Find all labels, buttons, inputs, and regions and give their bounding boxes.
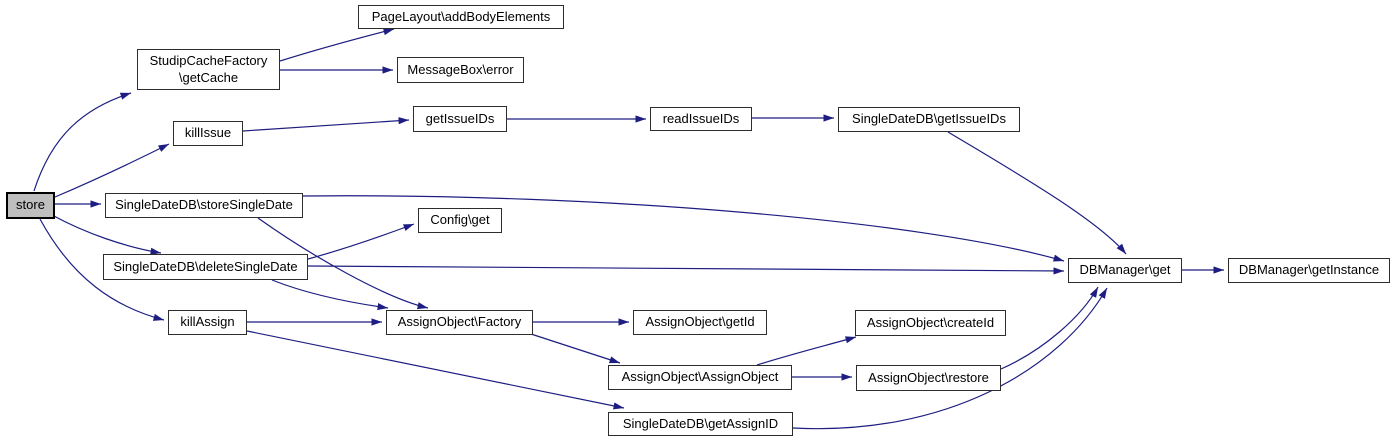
node-getissueids-label: getIssueIDs: [425, 110, 495, 126]
edge-getcache-to-addbodyelements: [279, 28, 395, 62]
node-addbodyelements-label: PageLayout\addBodyElements: [371, 8, 551, 24]
node-assignobject-restore[interactable]: AssignObject\restore: [856, 365, 1001, 391]
node-singledatedb-getassignid[interactable]: SingleDateDB\getAssignID: [608, 412, 793, 436]
node-killassign-label: killAssign: [180, 314, 235, 330]
edge-ao-restore-to-dbm-get: [1000, 286, 1099, 370]
node-assignobject-assignobject[interactable]: AssignObject\AssignObject: [608, 365, 792, 390]
edge-store-to-deletesingledate: [51, 214, 162, 255]
node-dbm-getinstance-label: DBManager\getInstance: [1238, 262, 1380, 278]
edge-store-to-killissue: [54, 143, 170, 198]
node-readissueids[interactable]: readIssueIDs: [650, 107, 752, 131]
node-assignobject-createid[interactable]: AssignObject\createId: [855, 310, 1006, 336]
node-sdd-deletesingledate-label: SingleDateDB\deleteSingleDate: [113, 258, 298, 274]
node-assignobject-factory[interactable]: AssignObject\Factory: [386, 310, 533, 335]
edge-ao-assignobject-to-ao-createid: [756, 336, 857, 366]
node-getcache-label-line2: \getCache: [178, 69, 239, 85]
node-killissue[interactable]: killIssue: [173, 121, 243, 146]
node-messagebox-error-label: MessageBox\error: [407, 61, 514, 77]
node-dbmanager-getinstance[interactable]: DBManager\getInstance: [1228, 258, 1390, 283]
edge-deletesingledate-to-config-get: [307, 223, 415, 260]
node-messagebox-error[interactable]: MessageBox\error: [397, 57, 524, 83]
node-sdd-getassignid-label: SingleDateDB\getAssignID: [622, 415, 779, 431]
edge-deletesingledate-to-dbm-get: [307, 265, 1065, 275]
node-config-get[interactable]: Config\get: [418, 208, 502, 233]
node-readissueids-label: readIssueIDs: [662, 110, 740, 126]
edge-killassign-to-sdd-getassignid: [246, 330, 625, 410]
node-ao-getid-label: AssignObject\getId: [645, 314, 755, 330]
node-sdd-getissueids-label: SingleDateDB\getIssueIDs: [852, 111, 1006, 127]
node-killassign[interactable]: killAssign: [168, 310, 247, 335]
edge-storesingledate-to-dbm-get: [302, 195, 1065, 262]
edge-deletesingledate-to-ao-factory: [271, 279, 389, 311]
edge-store-to-getcache: [33, 92, 132, 192]
node-dbm-get-label: DBManager\get: [1079, 262, 1171, 278]
node-sdd-storesingledate-label: SingleDateDB\storeSingleDate: [115, 197, 293, 213]
node-dbmanager-get[interactable]: DBManager\get: [1068, 258, 1182, 283]
edge-killissue-to-getissueids: [242, 117, 410, 132]
node-store-label: store: [16, 197, 45, 213]
node-singledatedb-deletesingledate[interactable]: SingleDateDB\deleteSingleDate: [103, 254, 308, 280]
node-ao-createid-label: AssignObject\createId: [866, 314, 995, 330]
node-killissue-label: killIssue: [184, 125, 232, 141]
node-store[interactable]: store: [6, 192, 55, 219]
node-pagelayout-addbodyelements[interactable]: PageLayout\addBodyElements: [358, 5, 564, 29]
node-singledatedb-storesingledate[interactable]: SingleDateDB\storeSingleDate: [105, 193, 303, 218]
node-ao-assignobject-label: AssignObject\AssignObject: [621, 369, 779, 385]
edge-storesingledate-to-ao-factory: [257, 217, 429, 310]
node-getissueids[interactable]: getIssueIDs: [413, 106, 507, 132]
node-singledatedb-getissueids[interactable]: SingleDateDB\getIssueIDs: [838, 107, 1020, 132]
node-config-get-label: Config\get: [430, 212, 490, 228]
node-ao-restore-label: AssignObject\restore: [868, 369, 989, 385]
edge-sdd-getissueids-to-dbm-get: [947, 131, 1127, 255]
edge-ao-factory-to-ao-assignobject: [530, 333, 621, 364]
node-getcache-label-line1: StudipCacheFactory: [149, 52, 268, 68]
edge-sdd-getassignid-to-dbm-get: [792, 287, 1108, 430]
edge-store-to-killassign: [39, 218, 165, 321]
node-ao-factory-label: AssignObject\Factory: [397, 314, 522, 330]
node-assignobject-getid[interactable]: AssignObject\getId: [633, 310, 767, 335]
node-studipcachefactory-getcache[interactable]: StudipCacheFactory \getCache: [137, 49, 280, 90]
